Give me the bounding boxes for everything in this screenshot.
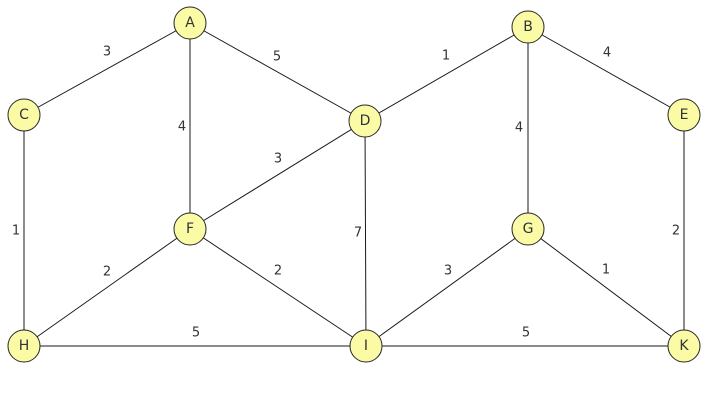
node-E[interactable]: [667, 98, 701, 132]
node-H[interactable]: [7, 329, 41, 363]
edge-A-D[interactable]: [189, 22, 366, 122]
node-G[interactable]: [511, 212, 545, 246]
node-group-K: K: [667, 329, 701, 363]
edge-weight-D-I: 7: [354, 226, 362, 241]
edges-layer: [23, 22, 685, 347]
edge-weight-B-D: 1: [442, 49, 450, 64]
node-group-C: C: [7, 98, 41, 132]
node-group-A: A: [173, 6, 207, 40]
edge-weight-D-F: 3: [274, 152, 282, 167]
node-group-D: D: [348, 104, 382, 138]
edge-G-K[interactable]: [527, 228, 685, 347]
node-C[interactable]: [7, 98, 41, 132]
edge-D-I[interactable]: [364, 120, 367, 347]
edge-D-F[interactable]: [189, 120, 366, 230]
node-A[interactable]: [173, 6, 207, 40]
edge-labels-layer: 3 5 4 1 4 4 1 3 7 2 2 2 3 1 5 5: [12, 45, 680, 341]
edge-weight-F-H: 2: [103, 265, 111, 280]
nodes-layer: A B C D E F G H I K: [7, 6, 701, 363]
node-F[interactable]: [173, 212, 207, 246]
edge-weight-C-H: 1: [12, 224, 20, 239]
edge-C-A[interactable]: [23, 22, 191, 116]
edge-F-I[interactable]: [189, 228, 367, 347]
edge-weight-C-A: 3: [103, 45, 111, 60]
node-group-H: H: [7, 329, 41, 363]
node-group-G: G: [511, 212, 545, 246]
edge-weight-F-I: 2: [274, 264, 282, 279]
edge-F-H[interactable]: [23, 228, 191, 347]
edge-weight-H-I: 5: [192, 326, 200, 341]
node-D[interactable]: [348, 104, 382, 138]
node-group-I: I: [349, 329, 383, 363]
edge-B-D[interactable]: [364, 26, 529, 122]
node-I[interactable]: [349, 329, 383, 363]
edge-G-I[interactable]: [365, 228, 529, 347]
node-K[interactable]: [667, 329, 701, 363]
edge-weight-A-F: 4: [178, 120, 186, 135]
edge-weight-A-D: 5: [273, 50, 281, 65]
edge-B-E[interactable]: [527, 26, 685, 116]
node-group-B: B: [511, 10, 545, 44]
edge-weight-B-E: 4: [603, 46, 611, 61]
node-group-F: F: [173, 212, 207, 246]
node-group-E: E: [667, 98, 701, 132]
edge-weight-G-K: 1: [602, 263, 610, 278]
edge-weight-I-K: 5: [522, 326, 530, 341]
edge-weight-B-G: 4: [515, 121, 523, 136]
node-B[interactable]: [511, 10, 545, 44]
edge-weight-G-I: 3: [444, 264, 452, 279]
edge-weight-E-K: 2: [672, 224, 680, 239]
